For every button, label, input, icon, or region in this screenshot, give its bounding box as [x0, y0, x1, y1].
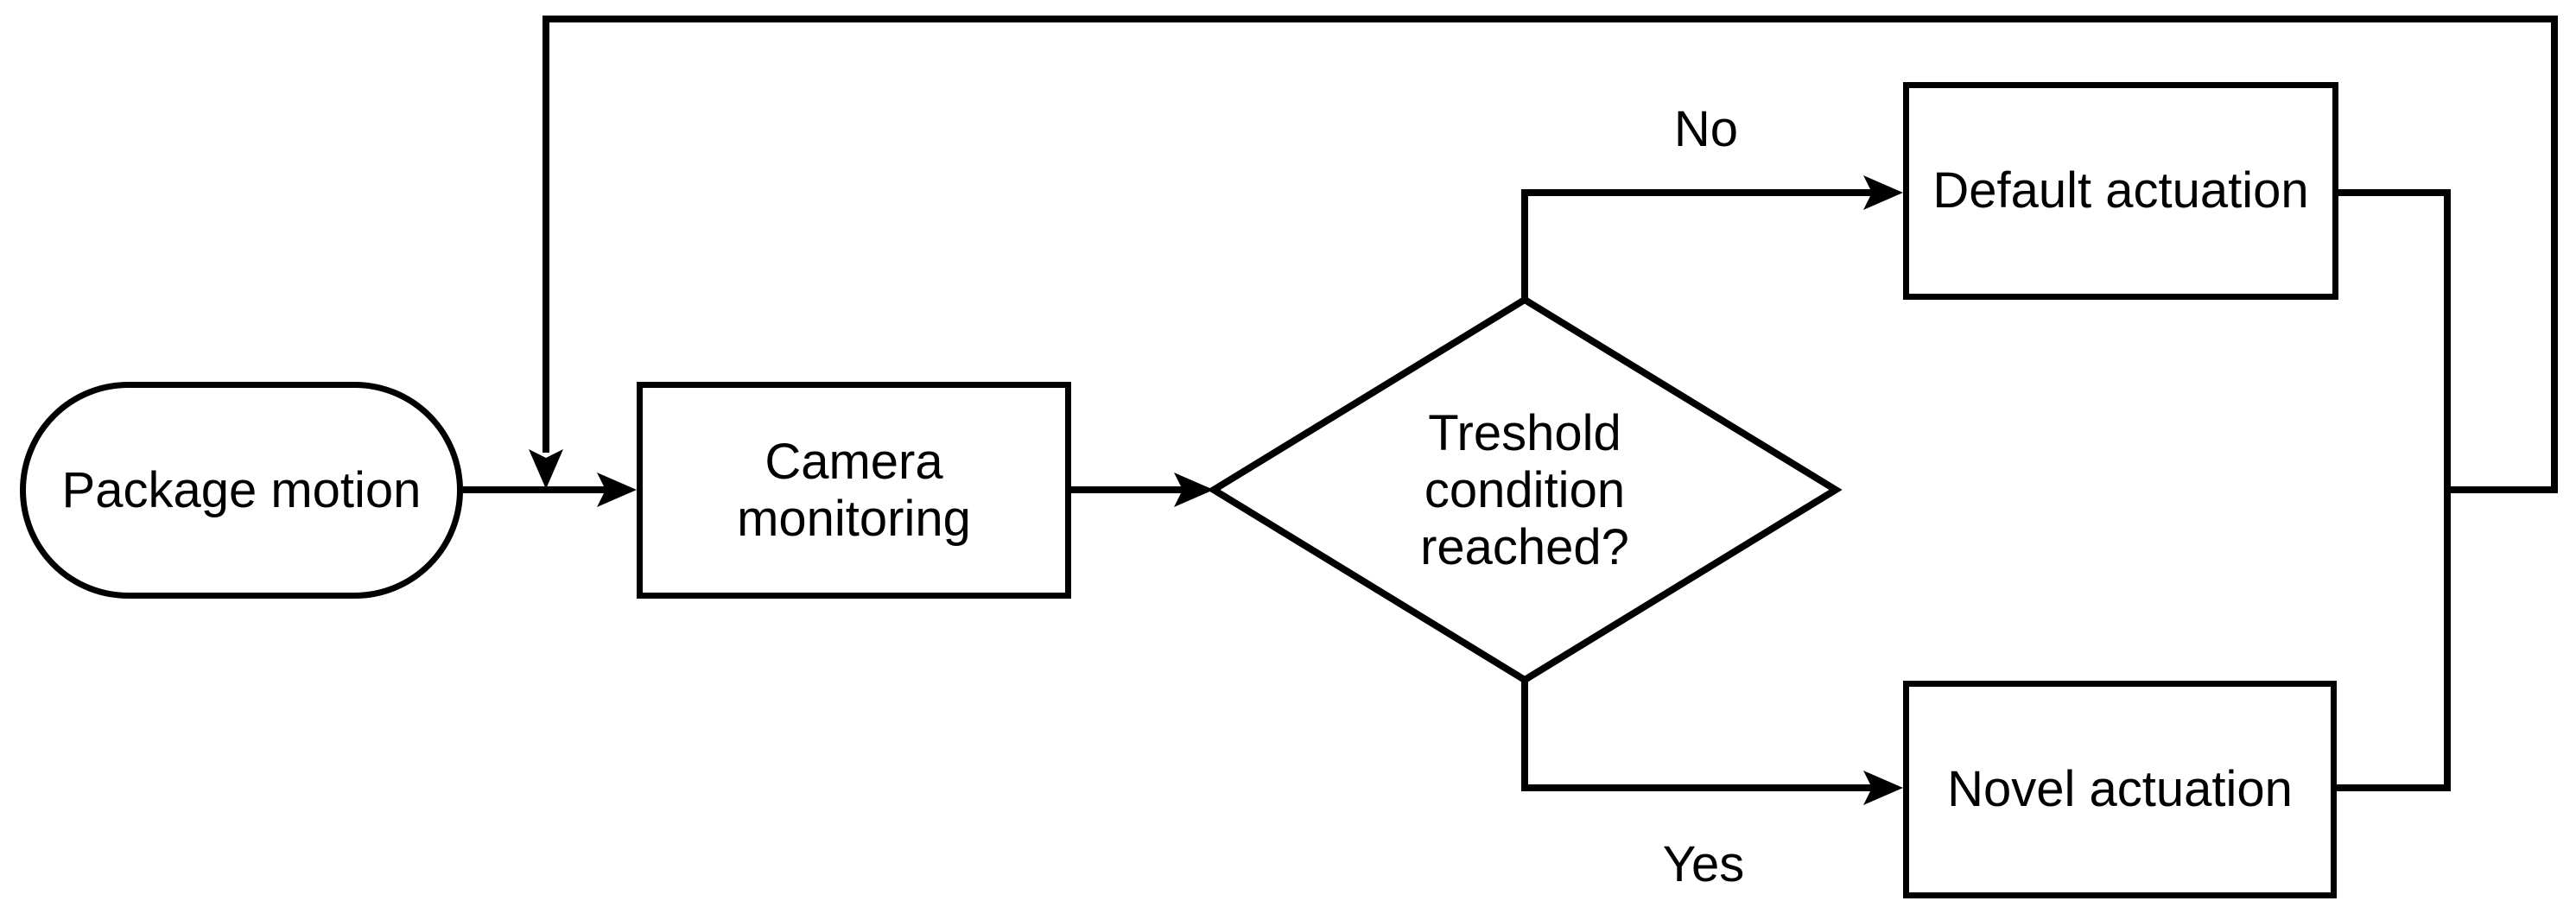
edge-label-yes: Yes — [1662, 836, 1745, 892]
arrowhead-into-novel-icon — [1863, 771, 1903, 805]
default-actuation-label: Default actuation — [1932, 162, 2309, 219]
edge-feedback-loop — [542, 16, 2558, 493]
arrowhead-into-camera-icon — [597, 473, 637, 507]
decision-threshold-label: Treshold condition reached? — [1420, 405, 1629, 575]
edge-decision-to-novel — [1521, 680, 1872, 791]
node-package-motion: Package motion — [20, 382, 463, 599]
edge-actuation-merge — [2337, 189, 2451, 791]
arrowhead-into-decision-icon — [1174, 473, 1214, 507]
camera-monitoring-label: Camera monitoring — [737, 433, 971, 547]
node-camera-monitoring: Camera monitoring — [637, 382, 1071, 599]
package-motion-label: Package motion — [61, 461, 422, 518]
arrowhead-feedback-junction-icon — [529, 449, 563, 489]
edge-label-no: No — [1673, 101, 1739, 157]
decision-diamond — [1207, 295, 1843, 684]
arrowhead-into-default-icon — [1863, 175, 1903, 210]
novel-actuation-label: Novel actuation — [1947, 761, 2293, 817]
node-novel-actuation: Novel actuation — [1903, 681, 2337, 898]
node-default-actuation: Default actuation — [1903, 82, 2338, 300]
edge-decision-to-default — [1521, 189, 1872, 300]
